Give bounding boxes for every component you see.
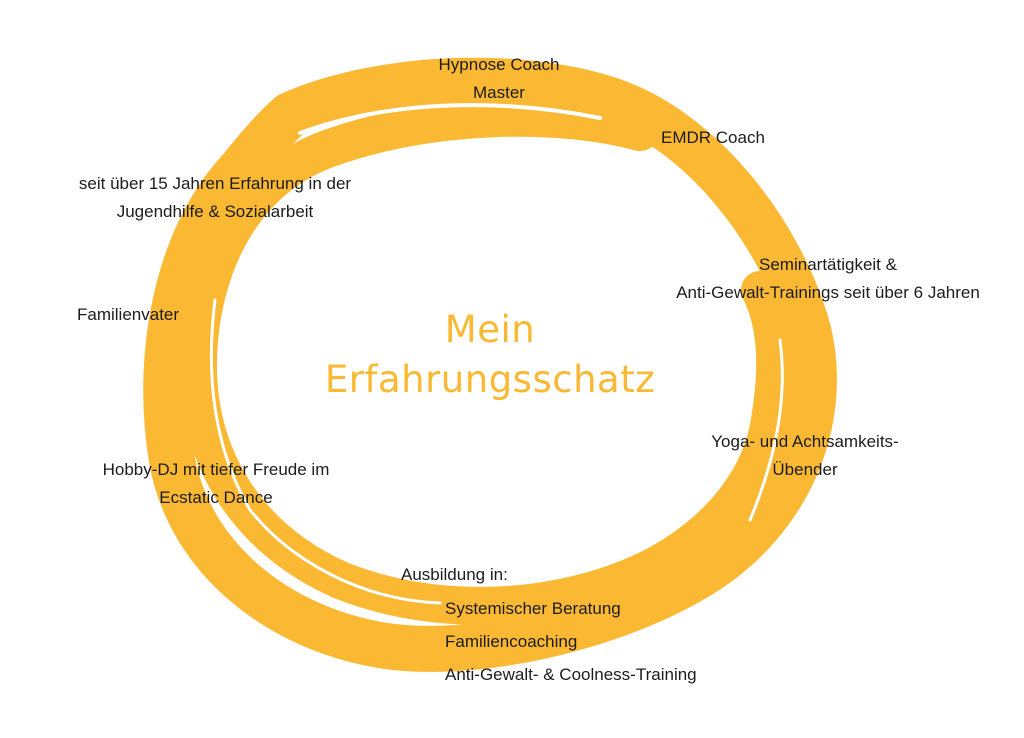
ausbildung-item: Systemischer Beratung xyxy=(445,599,621,618)
item-yoga: Yoga- und Achtsamkeits- Übender xyxy=(692,428,918,484)
item-line: Master xyxy=(473,83,525,102)
item-line: seit über 15 Jahren Erfahrung in der xyxy=(78,174,352,193)
title-line-2: Erfahrungsschatz xyxy=(324,358,656,401)
item-line: Seminartätigkeit & xyxy=(759,255,897,274)
item-line: Jugendhilfe & Sozialarbeit xyxy=(116,202,314,221)
item-line: EMDR Coach xyxy=(661,128,765,147)
item-line: Übender xyxy=(772,460,838,479)
item-jugendhilfe: seit über 15 Jahren Erfahrung in der Jug… xyxy=(50,170,380,226)
item-hobby-dj: Hobby-DJ mit tiefer Freude im Ecstatic D… xyxy=(86,456,346,512)
item-line: Hypnose Coach xyxy=(438,55,560,74)
item-ausbildung-heading: Ausbildung in: xyxy=(401,561,508,589)
item-line: Hobby-DJ mit tiefer Freude im xyxy=(102,460,330,479)
item-emdr-coach: EMDR Coach xyxy=(661,124,765,152)
item-familienvater: Familienvater xyxy=(77,301,179,329)
ring-stroke-outer xyxy=(143,57,837,672)
item-line: Ecstatic Dance xyxy=(159,488,273,507)
ausbildung-item: Anti-Gewalt- & Coolness-Training xyxy=(445,665,697,684)
diagram-title: Mein Erfahrungsschatz xyxy=(260,305,720,405)
item-line: Familienvater xyxy=(77,305,180,324)
item-seminartaetigkeit: Seminartätigkeit & Anti-Gewalt-Trainings… xyxy=(660,251,996,307)
ausbildung-item: Familiencoaching xyxy=(445,632,578,651)
item-line: Yoga- und Achtsamkeits- xyxy=(711,432,899,451)
item-hypnose-coach: Hypnose Coach Master xyxy=(418,51,580,107)
item-heading: Ausbildung in: xyxy=(401,565,508,584)
item-ausbildung-list: Systemischer Beratung Familiencoaching A… xyxy=(445,592,697,691)
item-line: Anti-Gewalt-Trainings seit über 6 Jahren xyxy=(676,283,980,302)
title-line-1: Mein xyxy=(444,308,536,351)
